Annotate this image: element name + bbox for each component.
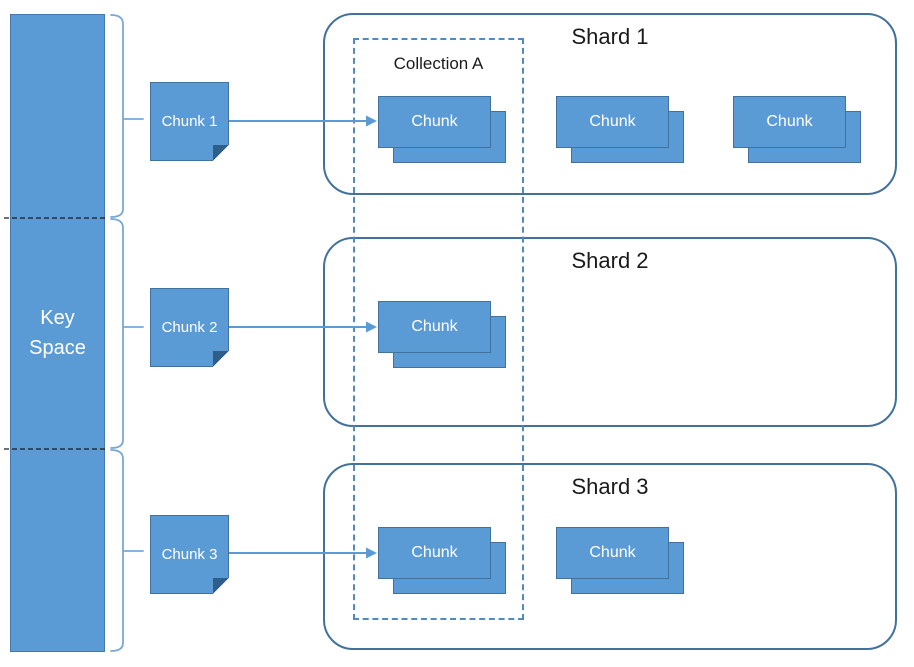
- shard-2-chunk-stack-1: Chunk: [378, 301, 506, 368]
- shard-1-chunk-stack-3: Chunk: [733, 96, 861, 163]
- chunk-rect: Chunk: [378, 527, 491, 579]
- chunk-rect: Chunk: [378, 96, 491, 148]
- chunk-2-note: Chunk 2: [150, 288, 229, 367]
- shard-1-title: Shard 1: [571, 24, 649, 49]
- shard-3-container: Shard 3: [323, 463, 897, 650]
- chunk-rect: Chunk: [378, 301, 491, 353]
- shard-1-chunk-stack-2: Chunk: [556, 96, 684, 163]
- shard-3-chunk-stack-1: Chunk: [378, 527, 506, 594]
- key-space-label: Key Space: [29, 307, 86, 359]
- chunk-3-note: Chunk 3: [150, 515, 229, 594]
- key-space-bar: Key Space: [10, 14, 105, 652]
- key-range-brace-3: [110, 449, 144, 652]
- chunk-rect: Chunk: [556, 527, 669, 579]
- chunk-1-note-label: Chunk 1: [161, 113, 218, 130]
- chunk-rect: Chunk: [733, 96, 846, 148]
- key-range-brace-2: [110, 218, 144, 449]
- chunk-2-note-label: Chunk 2: [161, 319, 218, 336]
- folded-corner-icon: [213, 145, 229, 161]
- chunk-1-note: Chunk 1: [150, 82, 229, 161]
- collection-a-label: Collection A: [393, 54, 484, 73]
- collection-a-boundary: Collection A: [353, 38, 524, 620]
- chunk-3-note-label: Chunk 3: [161, 546, 218, 563]
- folded-corner-icon: [213, 351, 229, 367]
- shard-2-container: Shard 2: [323, 237, 897, 427]
- key-range-brace-1: [110, 14, 144, 218]
- folded-corner-icon: [213, 578, 229, 594]
- shard-1-container: Shard 1: [323, 13, 897, 195]
- shard-3-chunk-stack-2: Chunk: [556, 527, 684, 594]
- shard-1-chunk-stack-1: Chunk: [378, 96, 506, 163]
- shard-3-title: Shard 3: [571, 474, 649, 499]
- shard-2-title: Shard 2: [571, 248, 649, 273]
- chunk-rect: Chunk: [556, 96, 669, 148]
